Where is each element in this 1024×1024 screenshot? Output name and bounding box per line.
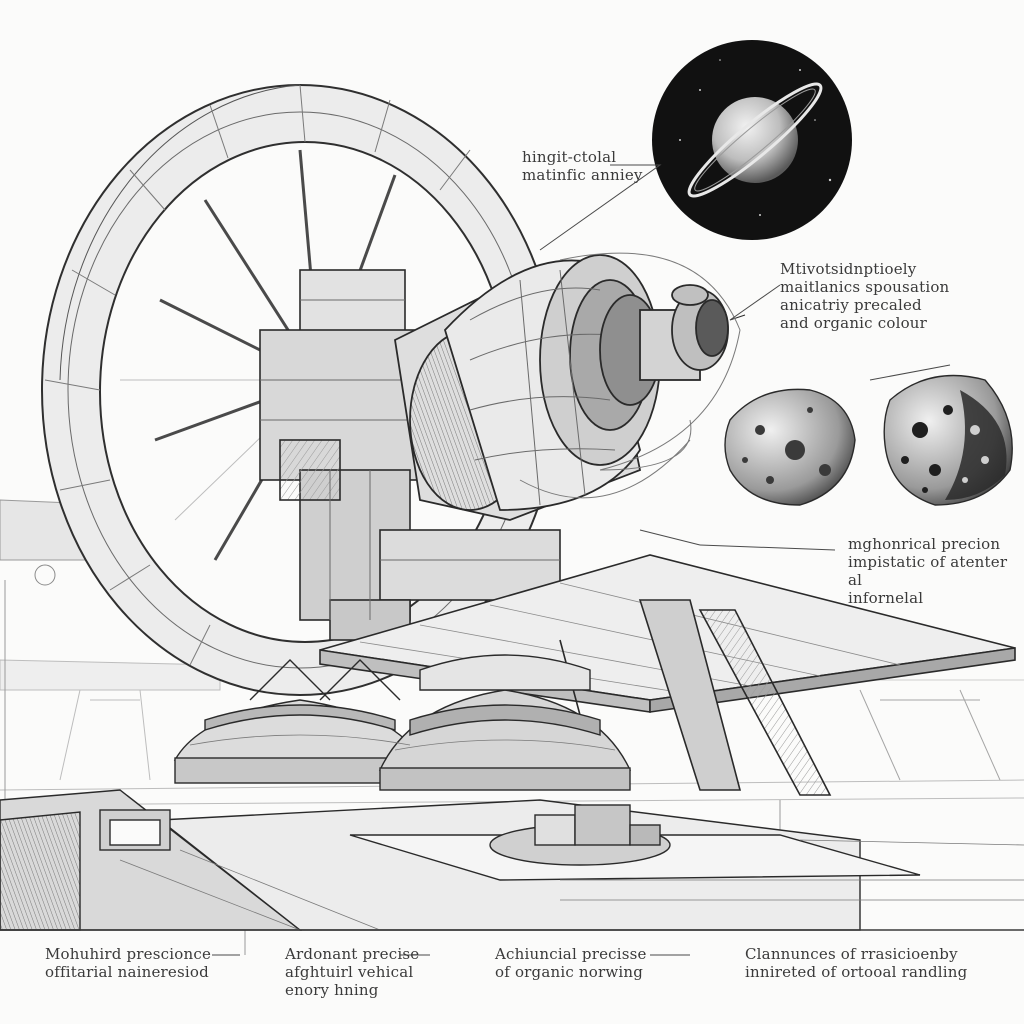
planet-inset (652, 40, 852, 240)
annotation-bottom-2: Ardonant precise afghtuirl vehical enory… (285, 945, 420, 999)
annotation-bottom-4: Clannunces of rrasicioenby innireted of … (745, 945, 968, 981)
central-hub (259, 269, 561, 641)
domed-bases (173, 654, 632, 791)
annotation-top: hingit-ctolal matinfic anniey (522, 148, 643, 184)
main-cylinder (394, 254, 746, 521)
leader-lines (212, 164, 951, 956)
annotation-right-mid: mghonrical precion impistatic of atenter… (848, 535, 1008, 607)
asteroid-right (883, 374, 1013, 506)
asteroid-left (724, 388, 856, 506)
orbit-guides (519, 252, 741, 499)
annotation-bottom-3: Achiuncial precisse of organic norwing (495, 945, 647, 981)
annotation-right-upper: Mtivotsidnptioely maitlanics spousation … (780, 260, 950, 332)
foreground-floor (0, 789, 1024, 931)
annotation-bottom-1: Mohuhird prescionce offitarial naineresi… (45, 945, 212, 981)
